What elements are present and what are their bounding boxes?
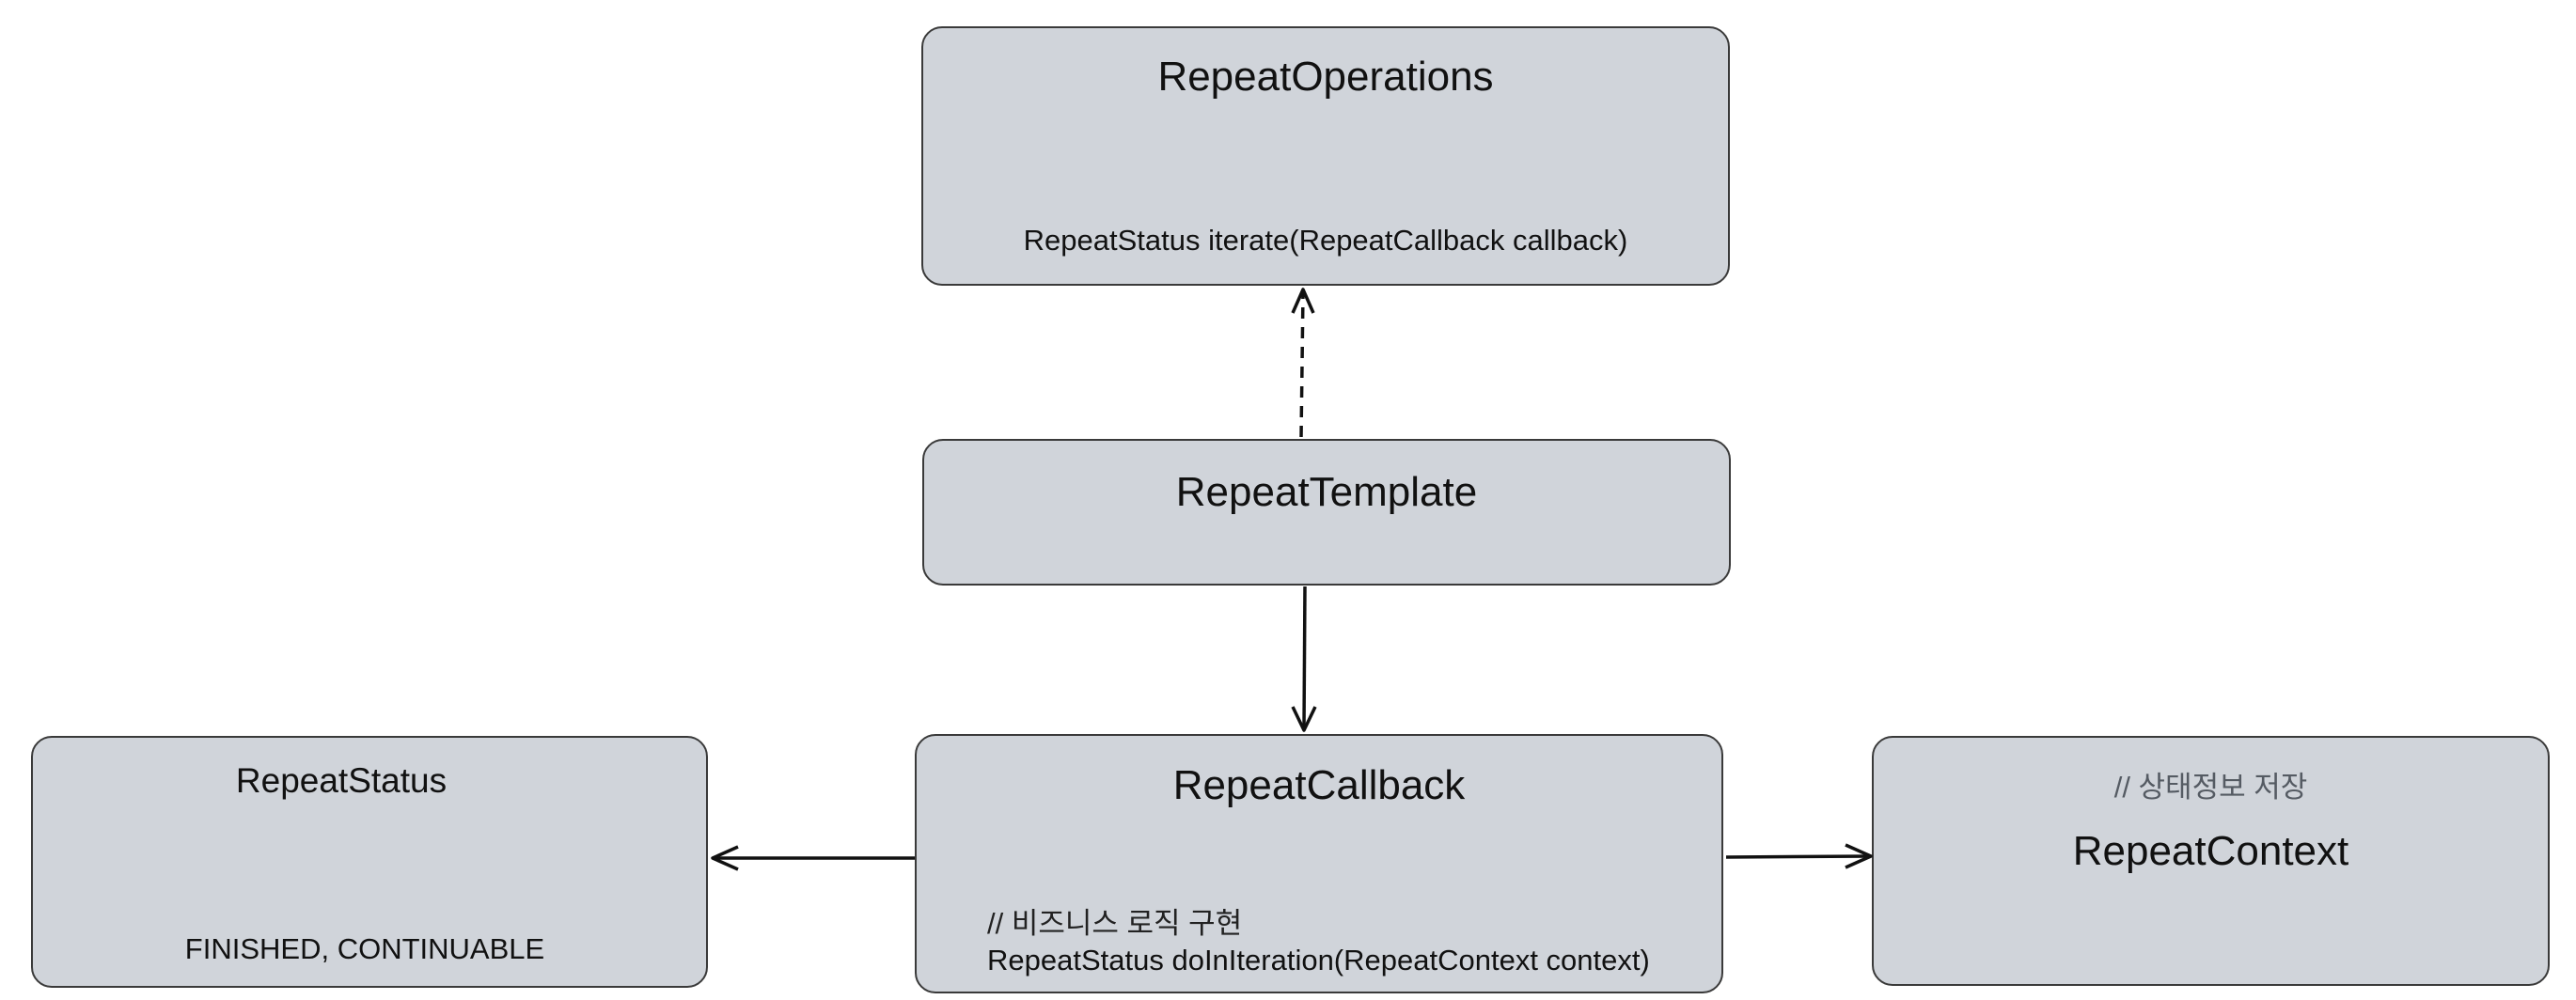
repeat-callback-node — [915, 734, 1723, 993]
repeat-callback-title: RepeatCallback — [1172, 762, 1466, 808]
edge-callback-to-status — [711, 845, 915, 871]
repeat-operations-title: RepeatOperations — [1157, 54, 1494, 100]
repeat-callback-comment: // 비즈니스 로직 구현 — [987, 907, 1243, 940]
repeat-template-title: RepeatTemplate — [1175, 469, 1478, 515]
repeat-callback-method: RepeatStatus doInIteration(RepeatContext… — [987, 944, 1650, 977]
repeat-status-values: FINISHED, CONTINUABLE — [184, 932, 545, 965]
repeat-context-title: RepeatContext — [2072, 828, 2349, 874]
repeat-context-comment: // 상태정보 저장 — [2113, 771, 2308, 804]
edge-callback-to-context — [1725, 843, 1873, 869]
repeat-operations-node — [921, 26, 1730, 286]
repeat-context-node — [1872, 736, 2550, 986]
repeat-status-title: RepeatStatus — [235, 761, 448, 800]
edge-template-to-callback — [1291, 586, 1317, 732]
repeat-status-node — [31, 736, 708, 988]
repeat-template-node — [922, 439, 1731, 586]
edge-template-to-operations — [1291, 288, 1315, 438]
repeat-operations-method: RepeatStatus iterate(RepeatCallback call… — [1023, 224, 1628, 257]
